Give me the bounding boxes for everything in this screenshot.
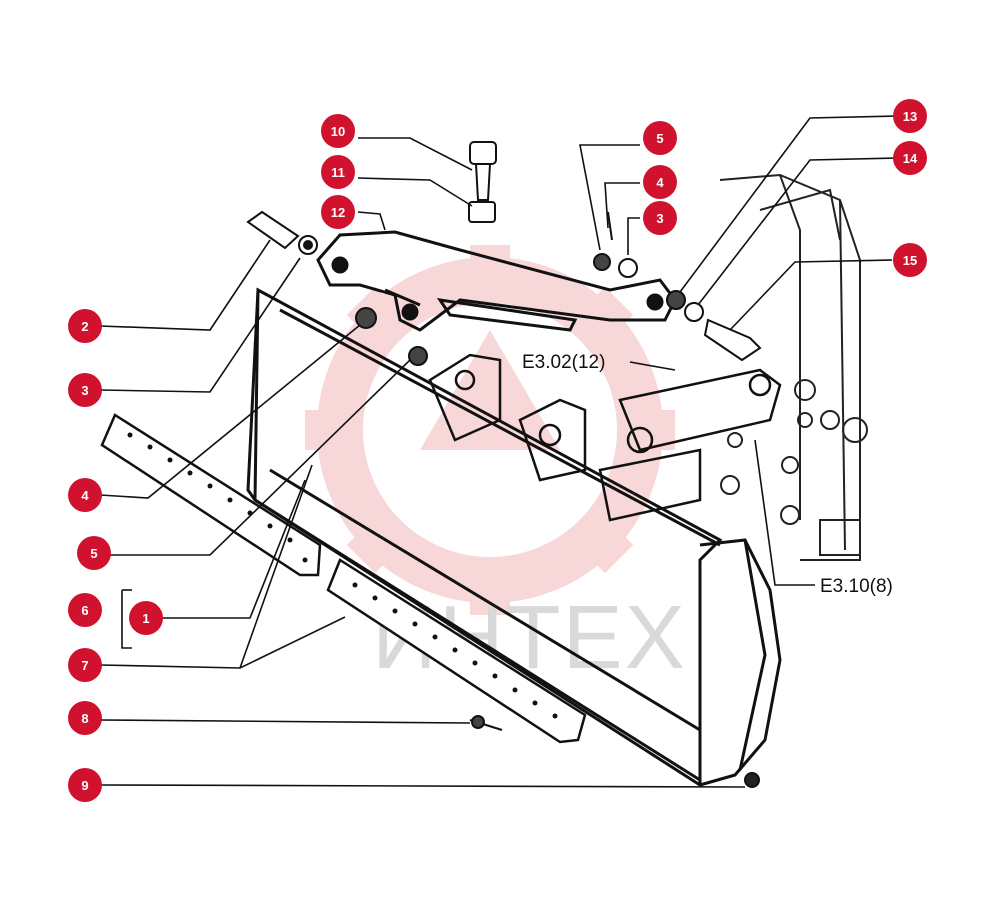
callout-badge-1: 1 <box>129 601 163 635</box>
callout-badge-12: 12 <box>321 195 355 229</box>
callout-number: 6 <box>81 603 88 618</box>
callout-badge-4: 4 <box>68 478 102 512</box>
callout-circle <box>321 195 355 229</box>
callout-number: 15 <box>903 253 917 268</box>
callout-circle <box>68 373 102 407</box>
watermark-logo <box>305 245 675 615</box>
callout-number: 9 <box>81 778 88 793</box>
callout-number: 4 <box>656 175 664 190</box>
callout-badge-15: 15 <box>893 243 927 277</box>
callout-number: 3 <box>81 383 88 398</box>
callout-circle <box>893 243 927 277</box>
callout-badge-8: 8 <box>68 701 102 735</box>
leader-lines <box>99 115 897 788</box>
callout-number: 12 <box>331 205 345 220</box>
callouts: 10 11 12 5 4 3 13 14 15 2 3 4 5 6 1 7 8 9 <box>68 99 927 802</box>
callout-number: 10 <box>331 124 345 139</box>
callout-circle <box>68 309 102 343</box>
callout-number: 11 <box>331 165 345 180</box>
callout-circle <box>68 768 102 802</box>
callout-circle <box>643 121 677 155</box>
callout-badge-2: 2 <box>68 309 102 343</box>
callout-badge-4: 4 <box>643 165 677 199</box>
callout-number: 7 <box>81 658 88 673</box>
callout-circle <box>68 593 102 627</box>
callout-number: 3 <box>656 211 663 226</box>
mount-bracket <box>428 353 782 522</box>
callout-number: 13 <box>903 109 917 124</box>
tractor-frame <box>719 173 868 561</box>
callout-circle <box>893 141 927 175</box>
callout-number: 4 <box>81 488 89 503</box>
reference-e302: E3.02(12) <box>522 352 605 373</box>
callout-circle <box>321 114 355 148</box>
callout-badge-11: 11 <box>321 155 355 189</box>
callout-badge-10: 10 <box>321 114 355 148</box>
callout-circle <box>129 601 163 635</box>
callout-circle <box>643 165 677 199</box>
callout-circle <box>77 536 111 570</box>
callout-badge-3: 3 <box>643 201 677 235</box>
hardware <box>246 141 762 788</box>
callout-badge-9: 9 <box>68 768 102 802</box>
callout-number: 8 <box>81 711 88 726</box>
callout-badge-3: 3 <box>68 373 102 407</box>
linkage-arm <box>316 230 677 332</box>
callout-badge-5: 5 <box>77 536 111 570</box>
cutting-edge-holes-left <box>127 432 308 563</box>
callout-circle <box>643 201 677 235</box>
callout-badge-7: 7 <box>68 648 102 682</box>
callout-number: 5 <box>90 546 97 561</box>
callout-badge-14: 14 <box>893 141 927 175</box>
callout-circle <box>893 99 927 133</box>
callout-badge-5: 5 <box>643 121 677 155</box>
callout-badge-13: 13 <box>893 99 927 133</box>
callout-circle <box>68 701 102 735</box>
callout-number: 1 <box>142 611 149 626</box>
cutting-edge-left <box>100 413 322 577</box>
callout-circle <box>68 478 102 512</box>
dozer-blade <box>246 287 782 788</box>
reference-e310: E3.10(8) <box>820 576 893 597</box>
callout-circle <box>68 648 102 682</box>
cutting-edge-holes-right <box>352 582 558 719</box>
callout-number: 14 <box>903 151 918 166</box>
callout-badge-6: 6 <box>68 593 102 627</box>
callout-number: 2 <box>81 319 88 334</box>
callout-circle <box>321 155 355 189</box>
callout-number: 5 <box>656 131 663 146</box>
